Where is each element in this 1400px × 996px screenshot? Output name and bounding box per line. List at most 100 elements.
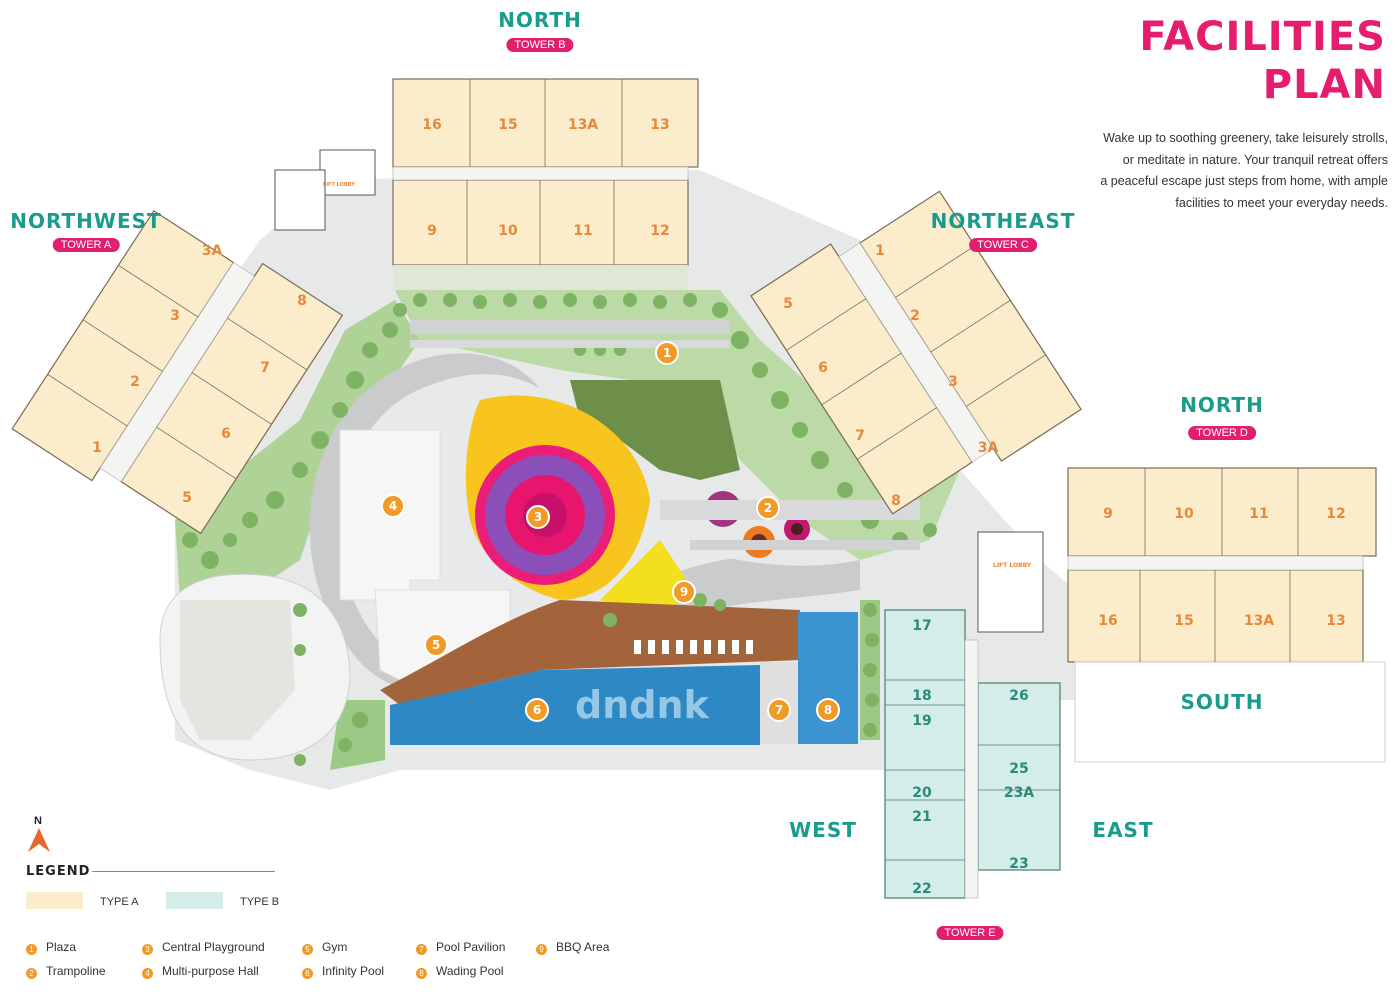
direction-northeast: NORTHEAST: [930, 209, 1076, 233]
legend-divider: [92, 871, 275, 872]
unit-number: 23: [1009, 856, 1028, 872]
marker-plaza: 1: [655, 341, 679, 365]
facility-name: BBQ Area: [556, 940, 610, 954]
legend-title: LEGEND: [26, 864, 91, 879]
marker-infinity-pool: 6: [525, 698, 549, 722]
unit-number: 6: [818, 360, 828, 376]
facility-number-badge: 2: [26, 968, 37, 979]
unit-number: 1: [875, 243, 885, 259]
facility-number-badge: 5: [302, 944, 313, 955]
unit-number: 7: [260, 360, 270, 376]
unit-number: 25: [1009, 761, 1028, 777]
facility-name: Plaza: [46, 940, 77, 954]
unit-number: 22: [912, 881, 931, 897]
tower-d-tag: TOWER D: [1188, 426, 1256, 440]
page-title-line2: PLAN: [1262, 62, 1386, 108]
facility-name: Gym: [322, 940, 348, 954]
marker-number: 2: [764, 501, 772, 515]
direction-north-top: NORTH: [498, 8, 582, 32]
unit-number: 8: [891, 493, 901, 509]
legend-swatch-type-b: [166, 892, 223, 909]
marker-number: 4: [389, 499, 397, 513]
plaza-strip: [410, 340, 730, 348]
marker-pool-pavilion: 7: [767, 698, 791, 722]
walkway: [690, 540, 920, 550]
lawn: [570, 380, 740, 480]
tower-c: [750, 190, 1082, 515]
unit-number: 9: [1103, 506, 1113, 522]
facility-name: Trampoline: [46, 964, 106, 978]
trampoline: [791, 523, 803, 535]
unit-number: 3A: [978, 440, 999, 456]
facility-item: 9 BBQ Area: [536, 940, 609, 955]
compass-label: N: [34, 815, 42, 827]
facility-item: 1 Plaza: [26, 940, 76, 955]
unit-number: 12: [1326, 506, 1345, 522]
unit-number: 2: [130, 374, 140, 390]
marker-number: 3: [534, 510, 542, 524]
unit-number: 20: [912, 785, 932, 801]
facility-name: Wading Pool: [436, 964, 504, 978]
marker-number: 6: [533, 703, 541, 717]
unit-number: 13: [650, 117, 669, 133]
pool-logo-text: dndnk: [575, 683, 710, 727]
facility-number-badge: 7: [416, 944, 427, 955]
unit-number: 5: [182, 490, 192, 506]
plaza-strip: [410, 320, 730, 334]
description-line: facilities to meet your everyday needs.: [1175, 195, 1388, 210]
legend-label-type-a: TYPE A: [100, 896, 139, 908]
tower-c-tag: TOWER C: [969, 238, 1037, 252]
facility-item: 4 Multi-purpose Hall: [142, 964, 259, 979]
unit-number: 15: [1174, 613, 1193, 629]
unit-number: 23A: [1004, 785, 1034, 801]
unit-number: 1: [92, 440, 102, 456]
unit-number: 11: [573, 223, 592, 239]
unit-number: 15: [498, 117, 517, 133]
marker-gym: 5: [424, 633, 448, 657]
marker-central-playground: 3: [526, 505, 550, 529]
lift-lobby-label: LIFT LOBBY: [323, 182, 355, 188]
unit-number: 13: [1326, 613, 1345, 629]
marker-bbq-area: 9: [672, 580, 696, 604]
landscape-green: [395, 290, 960, 560]
facility-item: 2 Trampoline: [26, 964, 106, 979]
unit-number: 10: [1174, 506, 1194, 522]
unit-number: 12: [650, 223, 669, 239]
facility-number-badge: 9: [536, 944, 547, 955]
facility-number-badge: 6: [302, 968, 313, 979]
direction-east: EAST: [1092, 818, 1154, 842]
facility-name: Infinity Pool: [322, 964, 385, 978]
marker-wading-pool: 8: [816, 698, 840, 722]
deck-loungers: [634, 640, 753, 654]
facility-name: Central Playground: [162, 940, 265, 954]
infinity-pool: [390, 665, 760, 745]
legend-label-type-b: TYPE B: [240, 896, 280, 908]
marker-number: 7: [775, 703, 783, 717]
unit-numbers-teal: 17 18 19 20 21 22 26 25 23A 23: [912, 618, 1034, 897]
facility-number-badge: 4: [142, 968, 153, 979]
tower-e-tag: TOWER E: [936, 926, 1004, 940]
marker-number: 8: [824, 703, 832, 717]
unit-number: 9: [427, 223, 437, 239]
tower-b: [274, 78, 699, 290]
facility-number-badge: 1: [26, 944, 37, 955]
tower-b-tag: TOWER B: [506, 38, 574, 52]
direction-north-right: NORTH: [1180, 393, 1264, 417]
marker-number: 5: [432, 638, 440, 652]
unit-number: 11: [1249, 506, 1268, 522]
facility-name: Multi-purpose Hall: [162, 964, 259, 978]
facility-name: Pool Pavilion: [436, 940, 506, 954]
unit-number: 13A: [1244, 613, 1274, 629]
description: Wake up to soothing greenery, take leisu…: [1080, 128, 1388, 214]
unit-number: 26: [1009, 688, 1028, 704]
unit-number: 2: [910, 308, 920, 324]
wading-pool: [798, 612, 858, 744]
unit-number: 16: [1098, 613, 1117, 629]
lift-lobby-label: LIFT LOBBY: [993, 562, 1032, 569]
unit-number: 21: [912, 809, 931, 825]
unit-number: 3: [170, 308, 180, 324]
walkway: [660, 500, 920, 520]
facility-item: 7 Pool Pavilion: [416, 940, 505, 955]
